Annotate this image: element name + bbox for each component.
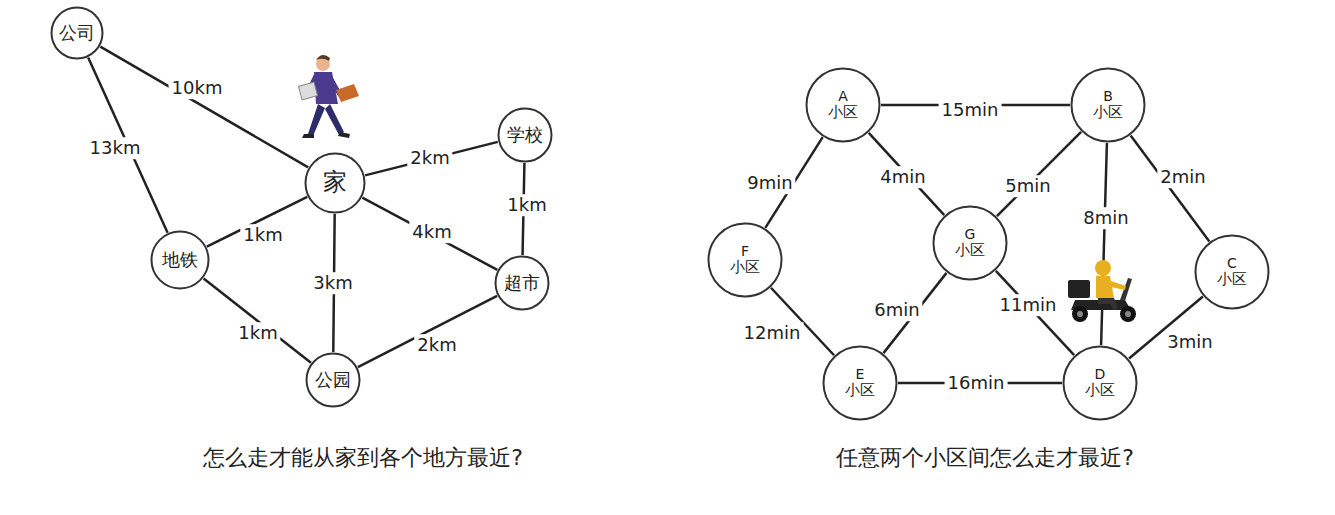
distance-label: 6min: [871, 299, 922, 321]
circle-node: 家: [304, 152, 366, 214]
distance-label: 2km: [414, 334, 459, 356]
node-label: 公园: [315, 370, 351, 391]
node-label: C: [1227, 255, 1237, 271]
question-caption: 怎么走才能从家到各个地方最近?: [203, 443, 523, 473]
scooter-rider: [1068, 260, 1136, 322]
distance-label: 3km: [310, 272, 355, 294]
route-line: [1131, 136, 1210, 242]
node-sublabel: 小区: [730, 259, 760, 276]
distance-label: 10km: [169, 77, 226, 99]
distance-label: 12min: [741, 322, 804, 344]
distance-label: 2min: [1157, 166, 1208, 188]
node-sublabel: 小区: [845, 382, 875, 399]
circle-node: B小区: [1070, 67, 1146, 143]
distance-label: 5min: [1002, 175, 1053, 197]
distance-label: 8min: [1080, 207, 1131, 229]
node-sublabel: 小区: [955, 242, 985, 259]
node-label: D: [1095, 366, 1106, 382]
route-line: [997, 132, 1081, 216]
circle-node: 学校: [497, 107, 553, 163]
route-line: [1101, 143, 1107, 345]
circle-node: G小区: [932, 205, 1008, 281]
walking-man: [298, 55, 359, 138]
route-line: [204, 279, 311, 363]
distance-label: 1km: [504, 194, 549, 216]
node-sublabel: 小区: [828, 104, 858, 121]
route-line: [869, 133, 945, 215]
node-sublabel: 小区: [1093, 104, 1123, 121]
distance-label: 4km: [409, 221, 454, 243]
node-label: 家: [323, 169, 347, 197]
circle-node: 超市: [494, 255, 550, 311]
circle-node: F小区: [707, 222, 783, 298]
route-line: [207, 197, 307, 247]
node-label: 超市: [504, 273, 540, 294]
circle-node: 公司: [50, 6, 104, 60]
node-label: 学校: [507, 125, 543, 146]
circle-node: E小区: [822, 345, 898, 421]
distance-label: 4min: [877, 166, 928, 188]
node-label: E: [856, 366, 865, 382]
distance-label: 11min: [997, 294, 1060, 316]
route-line: [358, 296, 497, 367]
route-line: [362, 198, 497, 270]
node-sublabel: 小区: [1217, 271, 1247, 288]
distance-label: 15min: [939, 99, 1002, 121]
circle-node: A小区: [805, 67, 881, 143]
distance-label: 16min: [945, 372, 1008, 394]
route-line: [996, 271, 1074, 355]
node-label: 地铁: [162, 250, 198, 271]
distance-label: 3min: [1164, 331, 1215, 353]
question-caption: 任意两个小区间怎么走才最近?: [836, 443, 1134, 473]
route-line: [365, 142, 498, 176]
distance-label: 1km: [235, 322, 280, 344]
circle-node: C小区: [1194, 234, 1270, 310]
circle-node: D小区: [1062, 345, 1138, 421]
circle-node: 地铁: [150, 230, 210, 290]
circle-node: 公园: [305, 352, 361, 408]
node-label: F: [741, 243, 749, 259]
distance-label: 9min: [744, 172, 795, 194]
distance-label: 2km: [407, 147, 452, 169]
node-label: B: [1103, 88, 1113, 104]
distance-label: 13km: [87, 137, 144, 159]
node-label: 公司: [59, 23, 95, 44]
node-sublabel: 小区: [1085, 382, 1115, 399]
node-label: G: [965, 226, 976, 242]
distance-label: 1km: [240, 224, 285, 246]
node-label: A: [838, 88, 848, 104]
